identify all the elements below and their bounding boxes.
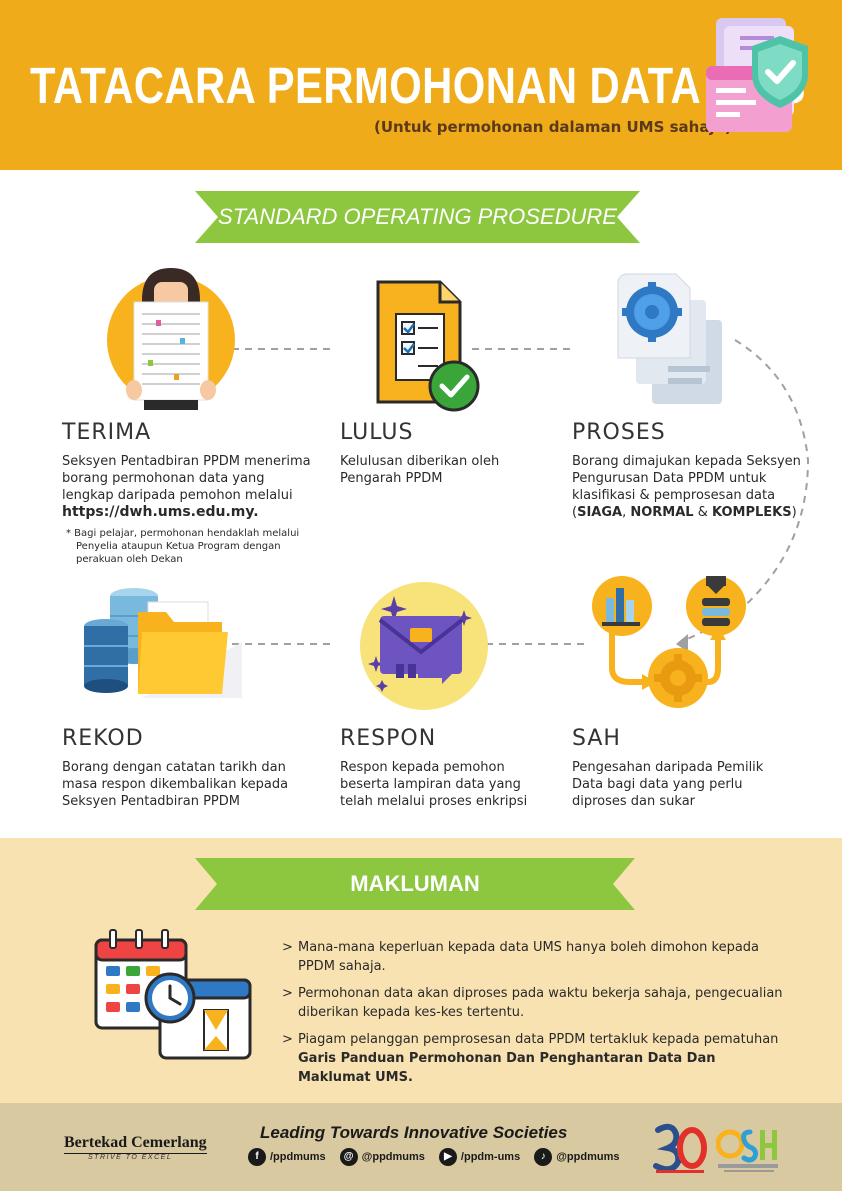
anniversary-30-logo	[653, 1123, 707, 1173]
step-sah: SAH Pengesahan daripada Pemilik Data bag…	[572, 726, 782, 810]
sop-ribbon-label: STANDARD OPERATING PROSEDURE (SOP)	[218, 204, 617, 281]
step-title: RESPON	[340, 726, 437, 751]
sop-ribbon: STANDARD OPERATING PROSEDURE (SOP)	[195, 191, 640, 281]
calendar-clock-icon	[94, 929, 252, 1060]
step-rekod: REKOD Borang dengan catatan tarikh dan m…	[62, 726, 292, 810]
tagline: Leading Towards Innovative Societies	[260, 1123, 568, 1142]
osh-award-logo	[716, 1129, 778, 1172]
step-title: REKOD	[62, 726, 144, 751]
header-banner	[0, 0, 842, 170]
instagram-link[interactable]: @ @ppdmums	[339, 1148, 425, 1166]
tiktok-link[interactable]: ♪ @ppdmums	[534, 1148, 620, 1166]
motto-logo: Bertekad Cemerlang	[64, 1134, 207, 1154]
facebook-icon: f	[248, 1148, 266, 1166]
step-title: LULUS	[340, 420, 414, 445]
validation-flow-icon	[592, 576, 746, 708]
person-paperwork-icon	[107, 268, 235, 410]
list-item: >Piagam pelanggan pemprosesan data PPDM …	[282, 1032, 779, 1085]
step-description: Borang dengan catatan tarikh dan masa re…	[62, 760, 289, 809]
facebook-link[interactable]: f /ppdmums	[248, 1148, 326, 1166]
youtube-link[interactable]: ▶ /ppdm-ums	[438, 1148, 520, 1166]
gear-documents-icon	[617, 273, 722, 404]
step-terima: TERIMA Seksyen Pentadbiran PPDM menerima…	[62, 420, 312, 566]
approved-checklist-icon	[376, 280, 480, 412]
social-links: f /ppdmums @ @ppdmums ▶ /ppdm-ums ♪ @ppd…	[248, 1148, 620, 1166]
step-description: Borang dimajukan kepada Seksyen Pengurus…	[572, 454, 801, 520]
step-lulus: LULUS Kelulusan diberikan oleh Pengarah …	[340, 420, 540, 487]
list-item: >Mana-mana keperluan kepada data UMS han…	[282, 940, 760, 974]
step-title: SAH	[572, 726, 621, 751]
page-title: TATACARA PERMOHONAN DATA UMS	[30, 57, 806, 114]
makluman-ribbon: MAKLUMAN	[195, 858, 635, 910]
step-description: Kelulusan diberikan oleh Pengarah PPDM	[340, 454, 500, 486]
document-shield-icon	[706, 18, 808, 132]
student-note: * Bagi pelajar, permohonan hendaklah mel…	[66, 528, 300, 565]
list-item: >Permohonan data akan diproses pada wakt…	[282, 986, 783, 1020]
page-subtitle: (Untuk permohonan dalaman UMS sahaja)	[374, 118, 732, 136]
dwh-url-link[interactable]: https://dwh.ums.edu.my.	[62, 504, 259, 520]
makluman-ribbon-label: MAKLUMAN	[350, 871, 480, 896]
step-description: Respon kepada pemohon beserta lampiran d…	[340, 760, 528, 809]
step-description: Seksyen Pentadbiran PPDM menerima borang…	[62, 454, 311, 520]
instagram-icon: @	[339, 1148, 358, 1166]
makluman-list: >Mana-mana keperluan kepada data UMS han…	[282, 938, 792, 1095]
encrypted-email-icon	[360, 582, 488, 710]
step-title: TERIMA	[62, 420, 152, 445]
tiktok-icon: ♪	[534, 1148, 553, 1166]
database-folder-icon	[84, 588, 242, 698]
motto-subtext: STRIVE TO EXCEL	[88, 1154, 173, 1161]
step-description: Pengesahan daripada Pemilik Data bagi da…	[572, 760, 764, 809]
youtube-icon: ▶	[438, 1148, 457, 1166]
step-respon: RESPON Respon kepada pemohon beserta lam…	[340, 726, 550, 810]
step-proses: PROSES Borang dimajukan kepada Seksyen P…	[572, 420, 802, 521]
step-title: PROSES	[572, 420, 666, 445]
